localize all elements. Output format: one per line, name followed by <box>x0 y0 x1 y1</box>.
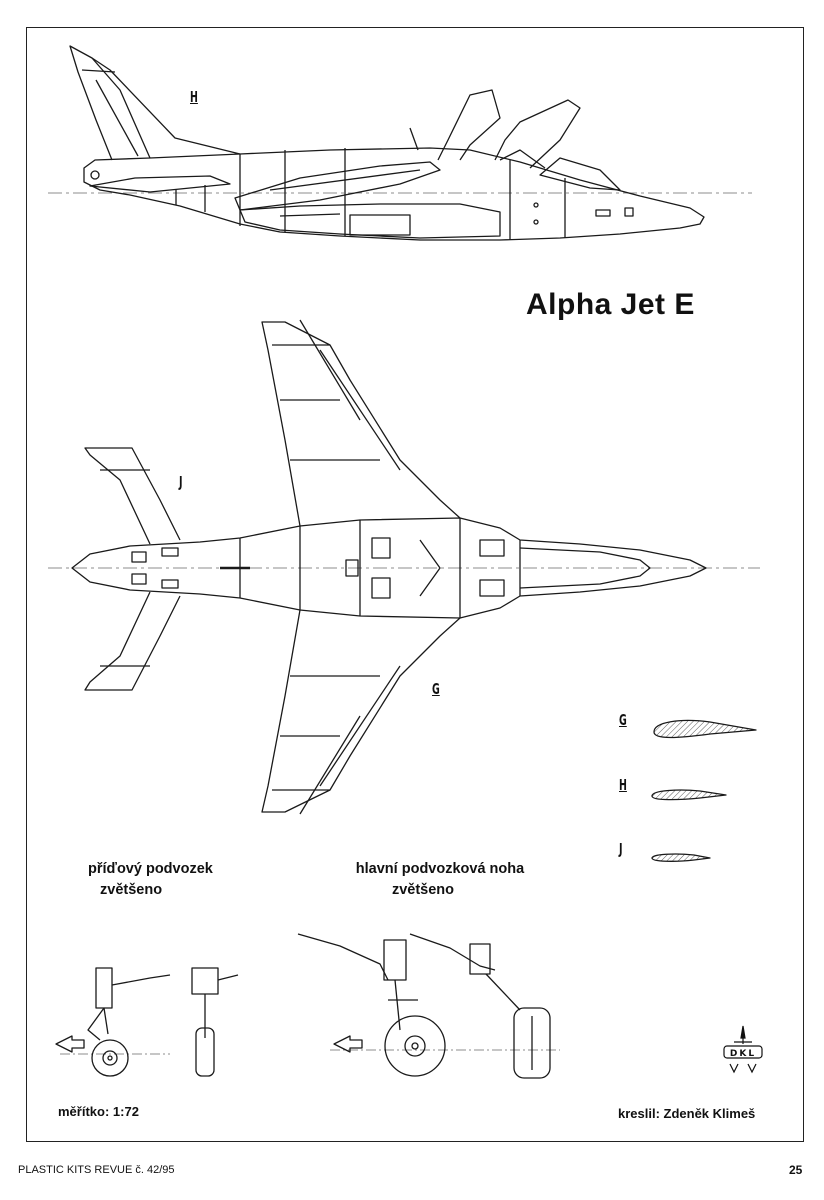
page-frame <box>26 27 804 1142</box>
author-credit: kreslil: Zdeněk Klimeš <box>618 1106 756 1121</box>
side-view-label: H <box>190 88 198 106</box>
footer-page-number: 25 <box>789 1163 803 1177</box>
top-view-tail-label: J <box>179 473 183 491</box>
airfoil-section-g <box>653 719 757 739</box>
section-label-h: H <box>619 776 627 794</box>
main-gear-caption-line1: hlavní podvozková noha <box>355 861 525 877</box>
top-view-drawing <box>48 319 760 815</box>
nose-gear-caption: příďový podvozek zvětšeno <box>88 859 238 901</box>
airfoil-section-h <box>651 789 727 801</box>
page-title: Alpha Jet E <box>526 288 695 321</box>
section-label-g: G <box>619 711 627 729</box>
nose-gear-caption-line1: příďový podvozek <box>88 861 213 877</box>
dkl-logo: DKL <box>720 1024 766 1080</box>
side-view-drawing <box>48 45 752 241</box>
main-gear-caption: hlavní podvozková noha zvětšeno <box>340 859 540 901</box>
main-gear-caption-line2: zvětšeno <box>391 882 455 898</box>
scale-label: měřítko: 1:72 <box>58 1104 139 1119</box>
footer-publication: PLASTIC KITS REVUE č. 42/95 <box>18 1164 175 1176</box>
airfoil-section-j <box>651 853 711 862</box>
top-view-wing-label: G <box>432 680 440 698</box>
nose-gear-caption-line2: zvětšeno <box>100 882 163 898</box>
main-gear-drawing <box>297 933 560 1079</box>
nose-gear-drawing <box>55 967 239 1077</box>
section-label-j: J <box>619 840 623 858</box>
svg-text:DKL: DKL <box>730 1049 756 1059</box>
